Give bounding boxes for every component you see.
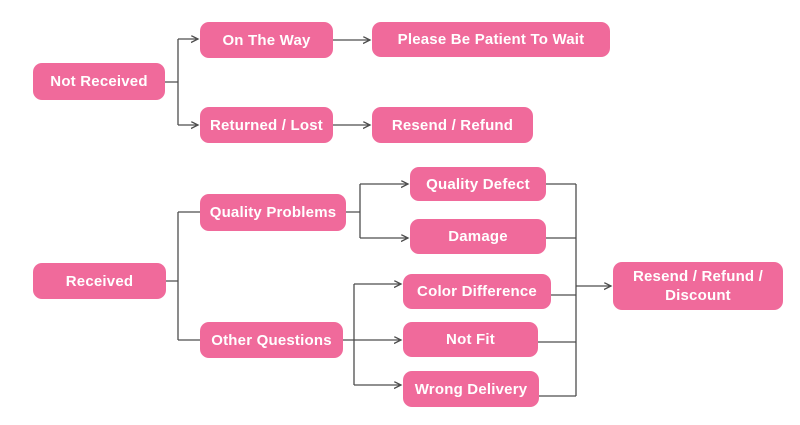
node-quality-defect: Quality Defect (410, 167, 546, 201)
node-other-questions: Other Questions (200, 322, 343, 358)
node-please-be-patient: Please Be Patient To Wait (372, 22, 610, 57)
node-received: Received (33, 263, 166, 299)
node-damage: Damage (410, 219, 546, 254)
edge-other-questions-stub (343, 284, 355, 385)
node-not-fit: Not Fit (403, 322, 538, 357)
node-returned-lost: Returned / Lost (200, 107, 333, 143)
node-wrong-delivery: Wrong Delivery (403, 371, 539, 407)
edge-received-stub (166, 211, 201, 341)
edge-not-received-stub (165, 39, 179, 125)
node-quality-problems: Quality Problems (200, 194, 346, 231)
node-resend-refund: Resend / Refund (372, 107, 533, 143)
edge-merge-lines (538, 183, 577, 397)
node-color-difference: Color Difference (403, 274, 551, 309)
edge-quality-problems-stub (346, 184, 361, 238)
edge-group (165, 39, 611, 397)
node-on-the-way: On The Way (200, 22, 333, 58)
node-resend-refund-discount: Resend / Refund / Discount (613, 262, 783, 310)
node-not-received: Not Received (33, 63, 165, 100)
